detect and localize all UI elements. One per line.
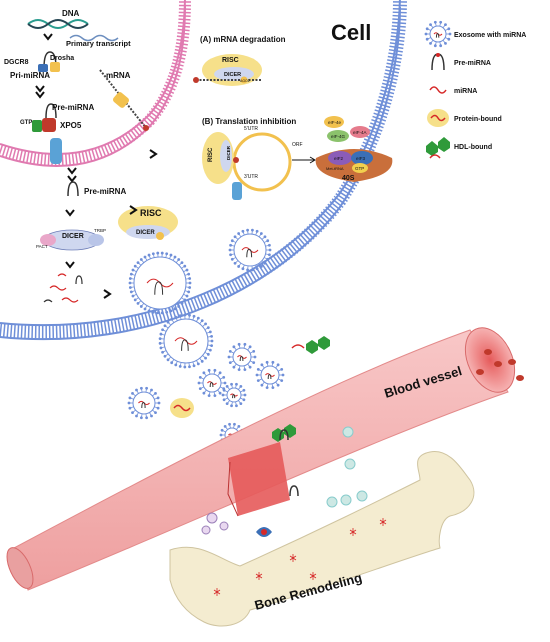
arrow-icon [43,33,53,41]
ago2-protein-icon [156,232,164,240]
eif4a-label: eIF-4A [353,130,367,135]
met-trna-label: Met-tRNA [326,166,344,171]
hdl-bound-mirna [291,336,330,354]
exosome-icon [255,360,285,390]
panel-a-dicer-label: DICER [224,72,241,78]
panel-b-orf-label: ORF [292,142,303,148]
bone-cell-cluster [201,426,368,537]
panel-b-title: (B) Translation inhibition [202,117,296,126]
eif3-label: eIF3 [356,156,366,161]
dicer-label: DICER [62,233,84,240]
mirna-cluster [43,273,83,303]
eif2-label: eIF2 [334,156,344,161]
exosome-icon [158,313,214,369]
exosome-icon [128,251,192,315]
legend-item: Protein-bound [427,109,502,127]
dgcr8-protein-icon [38,64,48,72]
initiation-complex [315,116,393,182]
primary-transcript-label: Primary transcript [66,39,131,48]
nuclear-pore [50,138,62,164]
exosome-icon [227,342,257,372]
panel-a-title: (A) mRNA degradation [200,35,286,44]
s40-label: 40S [342,175,355,182]
pri-mirna-hairpin-icon [43,51,57,69]
pre-mirna-hairpin-icon [67,181,79,197]
legend-label: Protein-bound [454,116,502,123]
pre-mirna-hairpin-icon [45,103,57,119]
legend-item: Exosome with miRNA [424,20,526,48]
ribosome-icon [113,92,129,108]
dgcr8-label: DGCR8 [4,59,29,66]
arrow-icon [309,156,316,164]
panel-b-risc-label: RISC [208,147,214,162]
exosome-icon [221,382,247,408]
panel-b-utr3-label: 3'UTR [244,174,258,180]
cell-membrane [0,0,407,341]
pact-label: PACT [36,244,48,249]
eif4e-label: eIF-4e [328,120,342,125]
protein-bound-icon [427,109,449,127]
legend-item: miRNA [429,86,477,95]
hdl-bound-mirna [272,424,296,442]
panel-a-risc-label: RISC [222,57,239,64]
mrna-label: mRNA [106,71,131,80]
dicer-complex [40,229,104,251]
nuclear-membrane [0,0,191,167]
dna-label: DNA [62,9,80,18]
arrow-icon [129,205,138,215]
gtp-protein-icon [32,120,42,132]
arrow-icon [35,85,45,99]
mrna-strand-icon [99,69,147,129]
exosome-icon [197,368,227,398]
xpo5-label: XPO5 [60,121,82,130]
pre-mirna-icon [431,53,445,71]
exosome-icon [127,386,161,420]
exosome-icon [424,20,452,48]
legend-item: HDL-bound [426,137,492,159]
blood-vessel [6,327,524,591]
panel-b-pabp-icon [232,182,242,200]
xpo5-protein-icon [42,118,56,132]
arrow-icon [65,261,75,269]
arrow-icon [65,209,75,217]
transcript-squiggle-icon [69,34,119,42]
legend-label: miRNA [454,88,477,95]
risc-label: RISC [140,208,162,218]
gtp-label: GTP [20,120,32,126]
arrow-icon [103,289,112,299]
legend-label: Pre-miRNA [454,60,491,67]
cap-icon [193,77,199,83]
dna-helix-icon [27,19,89,29]
drosha-protein-icon [50,62,60,72]
drosha-label: Drosha [50,55,74,62]
legend-label: Exosome with miRNA [454,32,526,39]
pri-mirna-label: Pri-miRNA [10,71,50,80]
hdl-bound-icon [426,137,450,159]
exosome-icon [228,228,272,272]
eif4g-label: eIF-4G [331,134,346,139]
risc-dicer-label: DICER [136,230,155,236]
pre-mirna-nucleus-label: Pre-miRNA [52,103,94,112]
legend-item: Pre-miRNA [431,53,491,71]
panel-b-mrna-loop [232,132,292,192]
mirna-icon [429,86,447,94]
legend-label: HDL-bound [454,144,492,151]
cap-icon [143,125,149,131]
panel-a-ago2-label: AGO2 [240,79,250,83]
panel-b-gtp-label: GTP [355,166,364,171]
panel-b-utr5-label: 5'UTR [244,126,258,132]
legend: Exosome with miRNA Pre-miRNA miRNA Protein-… [424,20,526,159]
bone [169,451,475,627]
exosome-group [127,228,285,448]
pre-mirna-cytoplasm-label: Pre-miRNA [84,187,126,196]
arrow-icon [149,149,158,159]
cell-title: Cell [331,20,371,45]
trbp-label: TRBP [94,228,106,233]
panel-b-dicer-label: DICER [226,145,231,160]
arrow-icon [67,167,77,183]
ago2-protein-icon [240,76,248,84]
protein-bound-mirna [170,398,194,418]
